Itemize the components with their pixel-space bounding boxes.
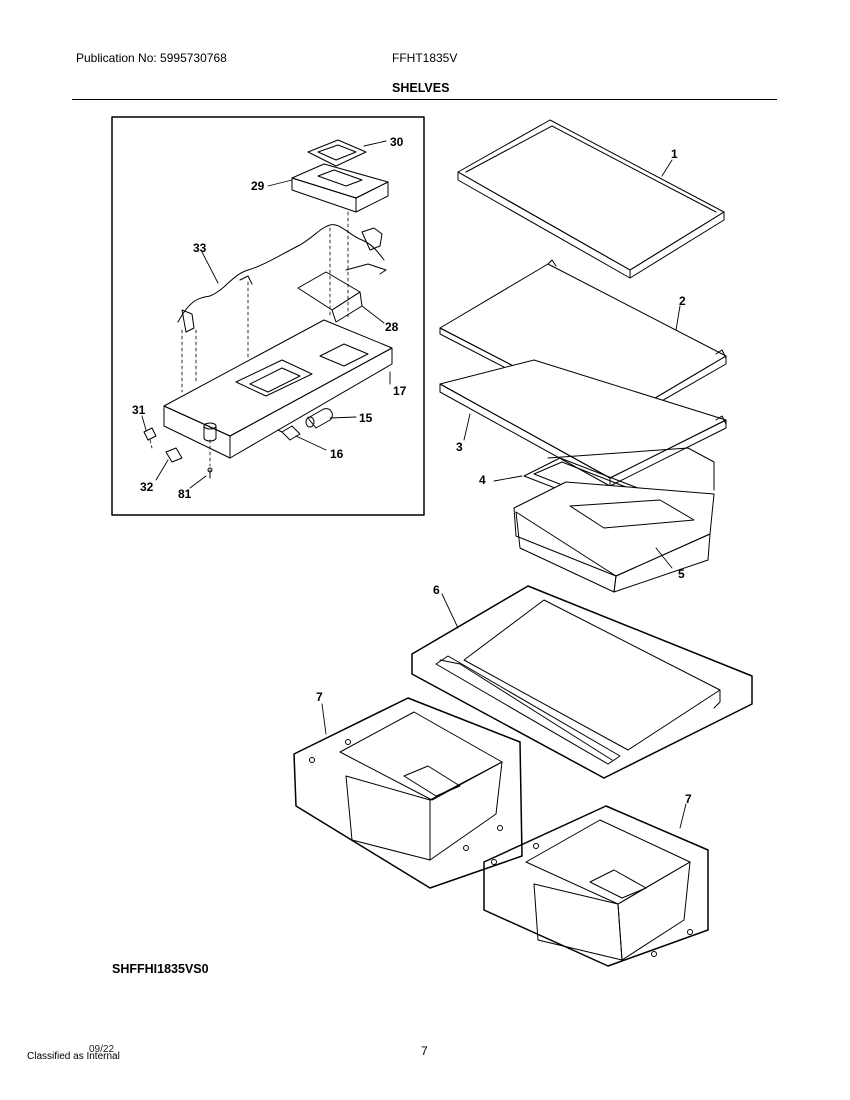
callout-7-right: 7: [685, 792, 692, 806]
model-number: FFHT1835V: [392, 51, 458, 65]
callout-32: 32: [140, 480, 154, 494]
inset-callout-leaders: [141, 140, 391, 489]
part-7-bin-left: [309, 711, 503, 861]
diagram-code: SHFFHI1835VS0: [112, 962, 209, 976]
part-30-diffuser: [307, 139, 367, 167]
part-7-frame-box-left: [293, 697, 523, 889]
part-17-control-housing: [163, 319, 393, 459]
part-33-wire-harness: [177, 224, 385, 333]
callout-15: 15: [359, 411, 373, 425]
part-1-glass-shelf: [457, 119, 725, 279]
part-7-frame-box-right: [483, 805, 709, 967]
part-81-screw: [207, 467, 213, 479]
publication-number: Publication No: 5995730768: [76, 51, 227, 65]
callout-7-left: 7: [316, 690, 323, 704]
callout-leaders: [321, 159, 687, 829]
page-number: 7: [421, 1044, 428, 1058]
callout-28: 28: [385, 320, 399, 334]
part-32-connector: [165, 447, 183, 463]
callout-33: 33: [193, 241, 207, 255]
callout-6: 6: [433, 583, 440, 597]
part-31-switch: [143, 427, 157, 441]
classification-label: Classified as Internal: [27, 1051, 120, 1062]
inset-frame: [111, 116, 425, 516]
part-28-duct: [297, 263, 387, 323]
part-5-drawer: [513, 447, 715, 593]
part-15-bulb: [305, 408, 333, 429]
part-6-frame-box: [411, 585, 753, 779]
part-16-socket: [277, 425, 301, 441]
part-29-light-housing: [291, 163, 389, 213]
revision-date: 09/22: [89, 1044, 115, 1055]
callout-30: 30: [390, 135, 404, 149]
callout-81: 81: [178, 487, 192, 501]
header-rule: [72, 99, 777, 100]
section-title: SHELVES: [392, 81, 450, 95]
part-7-bin-right: [491, 819, 693, 961]
callout-4: 4: [479, 473, 486, 487]
callout-17: 17: [393, 384, 407, 398]
callout-29: 29: [251, 179, 265, 193]
part-6-glass-shelf: [435, 599, 721, 765]
inset-leaders: [149, 211, 349, 467]
callout-2: 2: [679, 294, 686, 308]
callout-16: 16: [330, 447, 344, 461]
callout-1: 1: [671, 147, 678, 161]
callout-31: 31: [132, 403, 146, 417]
callout-5: 5: [678, 567, 685, 581]
callout-3: 3: [456, 440, 463, 454]
